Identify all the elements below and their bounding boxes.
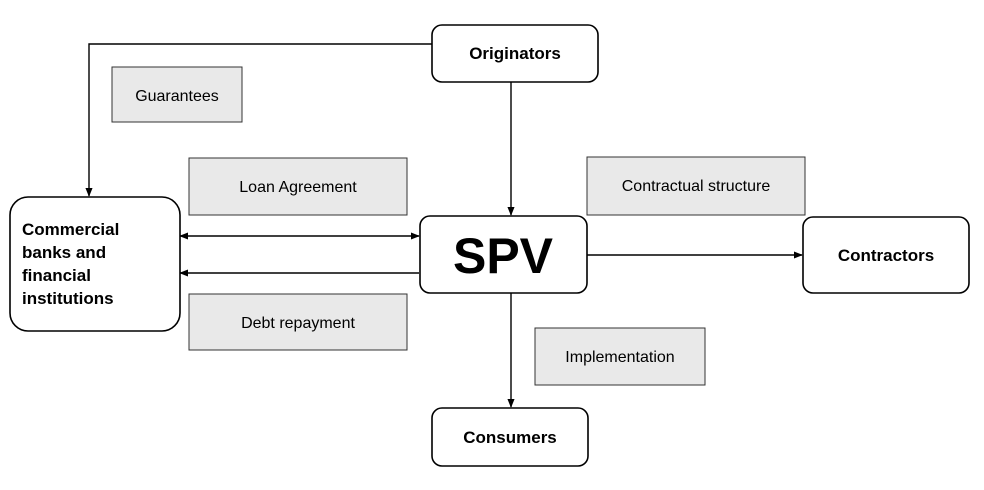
label-debt-repayment-text: Debt repayment	[241, 315, 355, 332]
edge-originators-to-banks	[85, 43, 432, 197]
label-debt-repayment: Debt repayment	[188, 293, 408, 351]
node-banks-line-3: financial	[22, 266, 91, 285]
node-banks-line-2: banks and	[22, 243, 106, 262]
node-originators: Originators	[431, 24, 599, 83]
node-commercial-banks: Commercial banks and financial instituti…	[9, 196, 181, 332]
label-implementation-text: Implementation	[565, 349, 674, 366]
node-consumers-text: Consumers	[463, 428, 557, 447]
node-contractors-text: Contractors	[838, 246, 934, 265]
node-spv-text: SPV	[453, 228, 554, 284]
label-contractual-structure-text: Contractual structure	[622, 178, 771, 195]
label-guarantees: Guarantees	[111, 66, 243, 123]
node-banks-line-1: Commercial	[22, 220, 119, 239]
node-originators-text: Originators	[469, 44, 561, 63]
node-spv: SPV	[419, 215, 588, 294]
label-implementation: Implementation	[534, 327, 706, 386]
node-contractors: Contractors	[802, 216, 970, 294]
label-contractual-structure: Contractual structure	[586, 156, 806, 216]
label-loan-agreement: Loan Agreement	[188, 157, 408, 216]
label-guarantees-text: Guarantees	[135, 88, 219, 105]
node-banks-line-4: institutions	[22, 289, 114, 308]
label-loan-agreement-text: Loan Agreement	[239, 179, 357, 196]
node-consumers: Consumers	[431, 407, 589, 467]
